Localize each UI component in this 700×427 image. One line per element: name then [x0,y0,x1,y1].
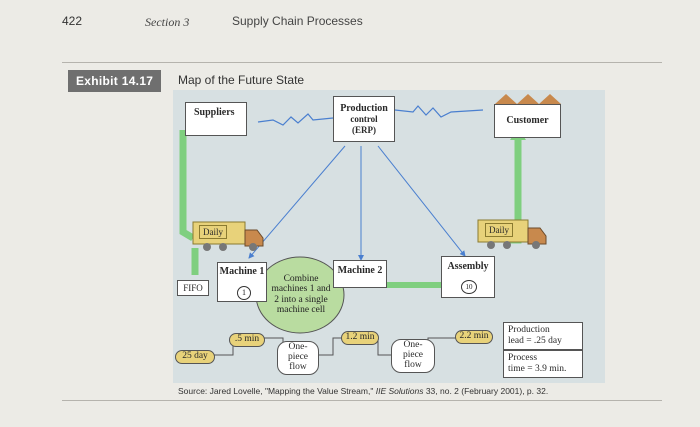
combine-note-line1: Combine [283,274,319,284]
production-lead-value: lead = .25 day [508,336,562,346]
right-truck-cab [527,227,547,245]
combine-note-line2: machines 1 and [271,284,331,295]
customer-box: Customer [494,104,561,138]
top-rule [62,62,662,63]
flow2-pill: One-piece flow [391,339,435,373]
process-time-value: time = 3.9 min. [508,364,567,374]
flow1-pill: One-piece flow [277,341,319,375]
source-prefix: Source: Jared Lovelle, "Mapping the Valu… [178,386,376,396]
source-suffix: 33, no. 2 (February 2001), p. 32. [423,386,549,396]
process-time-label: Process [508,353,538,364]
electronic-info-left [257,113,334,126]
flow2-line1: One-piece [402,340,424,360]
assembly-title: Assembly [447,261,489,272]
time1-pill: .5 min [229,333,265,347]
info-line-machine1 [248,145,346,259]
time3-pill: 2.2 min [455,330,493,344]
combine-note: Combine machines 1 and 2 into a single m… [261,274,341,316]
process-time-box: Process time = 3.9 min. [503,350,583,378]
production-control-line3: (ERP) [352,124,376,135]
diagram-panel: Suppliers Production control (ERP) Custo… [173,90,605,383]
suppliers-box: Suppliers [185,102,247,136]
production-control-line1: Production [340,102,388,114]
machine1-title: Machine 1 [219,266,265,277]
source-journal: IIE Solutions [375,386,424,396]
combine-note-line3: 2 into a single [274,294,328,305]
production-control-line2: control [350,114,378,125]
exhibit-title: Map of the Future State [178,73,305,87]
assembly-operator-count: 10 [461,280,477,294]
combine-note-line4: machine cell [276,305,326,316]
right-truck-label: Daily [485,223,513,237]
left-truck-cab [244,229,264,247]
time2-pill: 1.2 min [341,331,379,345]
exhibit-label: Exhibit 14.17 [68,70,162,92]
chapter-title: Supply Chain Processes [232,14,363,28]
page-number: 422 [62,14,83,28]
electronic-info-right [394,105,484,118]
production-lead-box: Production lead = .25 day [503,322,583,350]
flow1-line1: One-piece [287,342,309,362]
customer-factory-roof [495,94,561,104]
production-lead-label: Production [508,325,550,336]
section-label: Section 3 [145,15,190,29]
supplier-flow-arrow [179,130,195,242]
left-truck-label: Daily [199,225,227,239]
flow1-line2: flow [289,361,307,372]
inventory-days-pill: 25 day [175,350,215,364]
machine2-box: Machine 2 [333,260,387,288]
production-control-box: Production control (ERP) [333,96,395,142]
machine1-operator-count: 1 [237,286,251,300]
flow2-line2: flow [404,359,422,370]
fifo-label: FIFO [177,280,209,296]
bottom-rule [62,400,662,401]
info-line-assembly [377,145,466,257]
source-citation: Source: Jared Lovelle, "Mapping the Valu… [178,386,548,396]
